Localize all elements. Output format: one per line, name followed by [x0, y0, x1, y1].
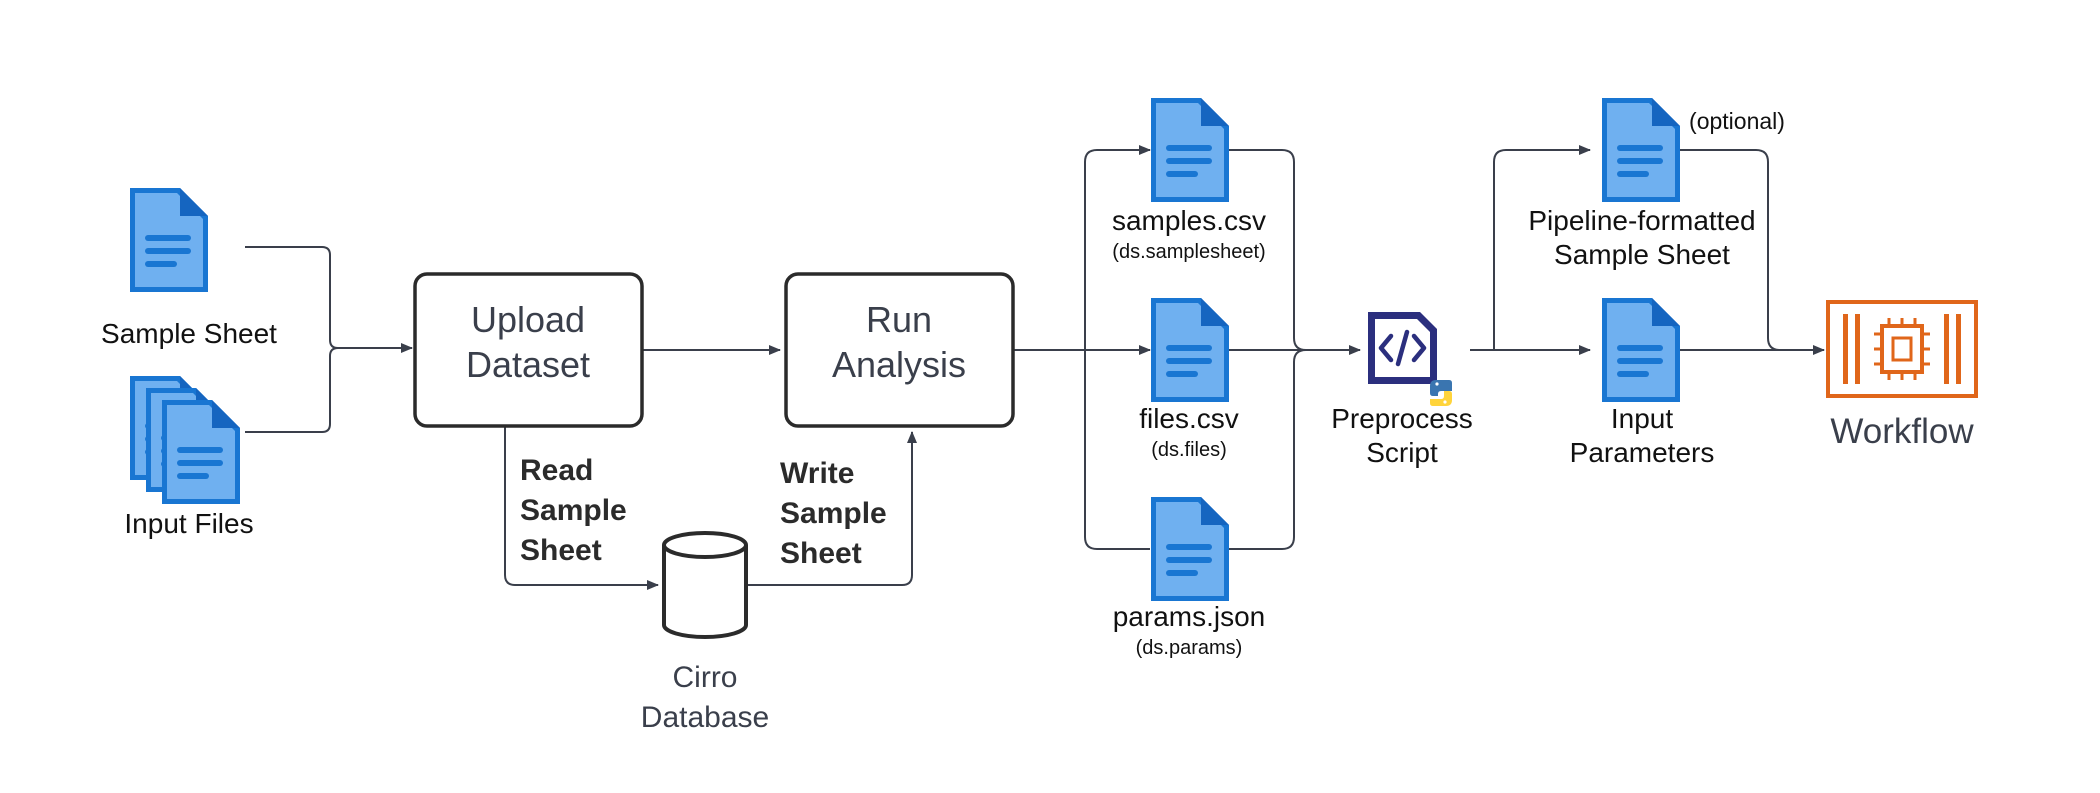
- python-icon: [1430, 380, 1452, 406]
- params-json-node: params.json (ds.params): [1113, 497, 1266, 659]
- svg-text:Sample: Sample: [780, 497, 887, 530]
- edge-sample-sheet-to-upload: [245, 246, 339, 349]
- document-icon: [1602, 298, 1680, 402]
- svg-text:Sample: Sample: [520, 494, 627, 527]
- cirro-database-node: Cirro Database: [641, 531, 769, 734]
- samples-csv-label: samples.csv: [1112, 205, 1266, 236]
- pipeline-sample-sheet-node: (optional) Pipeline-formatted Sample She…: [1528, 98, 1785, 270]
- run-analysis-box: Run Analysis: [784, 272, 1015, 428]
- edge-samples-to-preprocess: [1228, 149, 1307, 351]
- document-icon: [1151, 497, 1229, 601]
- edge-input-files-to-upload: [245, 347, 339, 433]
- document-icon: [1151, 298, 1229, 402]
- edge-upload-to-database: [504, 426, 659, 590]
- upload-dataset-box: Upload Dataset: [413, 272, 644, 428]
- pipeline-sheet-line1: Pipeline-formatted: [1528, 205, 1755, 236]
- write-sample-sheet-label: Write Sample Sheet: [780, 457, 887, 570]
- code-icon: [1368, 312, 1437, 384]
- preprocess-script-node: Preprocess Script: [1331, 312, 1473, 468]
- sample-sheet-node: Sample Sheet: [101, 188, 277, 349]
- params-json-label: params.json: [1113, 601, 1266, 632]
- edge-params-to-preprocess: [1228, 349, 1307, 550]
- input-files-label: Input Files: [124, 508, 253, 539]
- input-parameters-node: Input Parameters: [1570, 298, 1715, 468]
- run-box-line2: Analysis: [832, 344, 966, 385]
- params-json-sub: (ds.params): [1136, 637, 1243, 659]
- edge-run-to-samples-csv: [1084, 145, 1151, 350]
- edge-preprocess-to-pipeline-sheet: [1493, 145, 1591, 350]
- files-csv-label: files.csv: [1139, 403, 1239, 434]
- edge-pipeline-sheet-to-workflow: [1680, 149, 1781, 351]
- samples-csv-node: samples.csv (ds.samplesheet): [1112, 98, 1266, 263]
- database-cylinder-icon: [662, 531, 748, 639]
- workflow-label: Workflow: [1830, 412, 1974, 451]
- workflow-chip-icon: [1826, 300, 1978, 398]
- database-line2: Database: [641, 701, 769, 734]
- input-files-node: Input Files: [124, 376, 254, 539]
- svg-text:Sheet: Sheet: [520, 534, 602, 567]
- read-sample-sheet-label: Read Sample Sheet: [520, 454, 627, 567]
- document-icon: [1602, 98, 1680, 202]
- pipeline-sheet-line2: Sample Sheet: [1554, 239, 1730, 270]
- input-params-line2: Parameters: [1570, 437, 1715, 468]
- sample-sheet-label: Sample Sheet: [101, 318, 277, 349]
- edge-run-to-params-json: [1084, 350, 1150, 550]
- samples-csv-sub: (ds.samplesheet): [1112, 241, 1265, 263]
- stacked-documents-icon: [130, 376, 240, 504]
- document-icon: [1151, 98, 1229, 202]
- svg-text:Sheet: Sheet: [780, 537, 862, 570]
- edges: [245, 145, 1825, 590]
- upload-box-line1: Upload: [471, 299, 585, 340]
- edge-database-to-run: [745, 431, 917, 586]
- database-line1: Cirro: [673, 661, 738, 694]
- preprocess-line2: Script: [1366, 437, 1438, 468]
- files-csv-node: files.csv (ds.files): [1139, 298, 1239, 461]
- svg-text:Read: Read: [520, 454, 593, 487]
- document-icon: [130, 188, 208, 292]
- svg-text:Write: Write: [780, 457, 854, 490]
- optional-note: (optional): [1689, 108, 1785, 134]
- input-params-line1: Input: [1611, 403, 1673, 434]
- workflow-node: Workflow: [1826, 300, 1978, 451]
- upload-box-line2: Dataset: [466, 344, 590, 385]
- run-box-line1: Run: [866, 299, 932, 340]
- preprocess-line1: Preprocess: [1331, 403, 1473, 434]
- files-csv-sub: (ds.files): [1151, 439, 1227, 461]
